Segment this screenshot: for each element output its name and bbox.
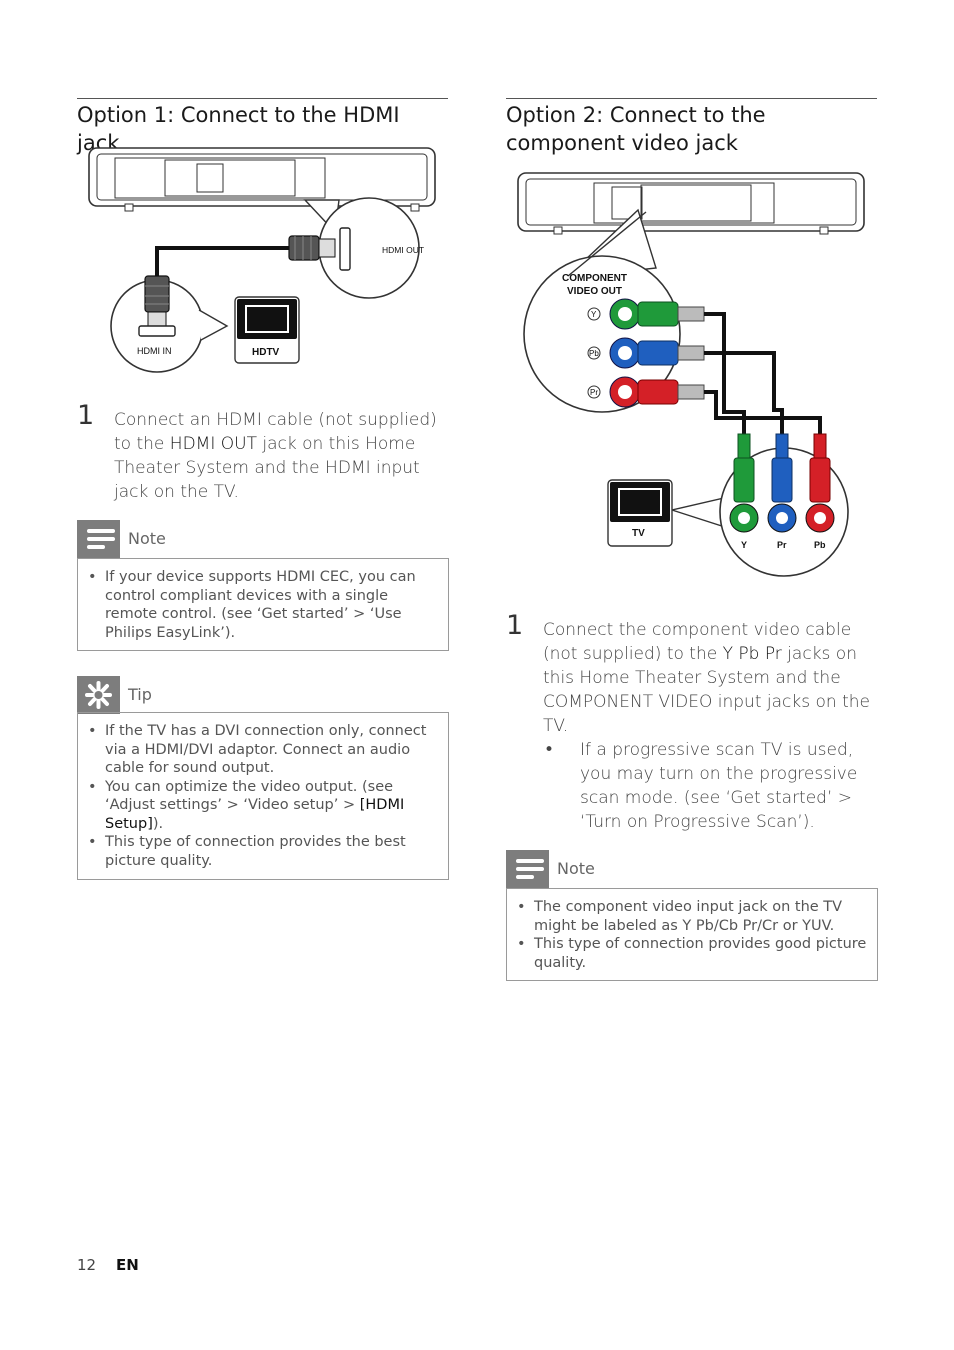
note-item: This type of connection provides good pi… [517,935,867,972]
hdmi-connection-diagram: HDMI OUT HDMI IN HDTV [88,147,436,373]
step-sub-bullet-marker: • [544,740,555,760]
note-icon [77,520,120,558]
component-out-zoom [523,255,681,413]
note-box: If your device supports HDMI CEC, you ca… [77,558,449,651]
tv-jack-pr-label: Pr [777,540,787,550]
hdmi-out-term: HDMI OUT [169,434,257,454]
home-theater-device [517,172,865,235]
hdtv-icon [234,296,300,364]
component-label-line1: COMPONENT [562,273,627,284]
tv-label: TV [632,528,645,539]
language-code: EN [116,1256,139,1274]
step-1-number-right: 1 [506,610,524,641]
tip-box: If the TV has a DVI connection only, con… [77,712,449,880]
step-sub-bullet: If a progressive scan TV is used, you ma… [580,740,858,832]
step-1-text: Connect an HDMI cable (not supplied) to … [114,408,448,504]
hdtv-label: HDTV [252,347,280,358]
jack-y-label: Y [591,310,597,319]
component-label-line2: VIDEO OUT [567,286,622,297]
step-1-right-post: jacks on this Home Theater System and th… [543,644,870,736]
step-1-number: 1 [77,400,95,431]
jack-pr-label: Pr [590,388,598,397]
option2-heading: Option 2: Connect to the component video… [506,98,877,157]
hdmi-in-label: HDMI IN [137,346,172,356]
note-label-right: Note [557,859,595,878]
jack-pb-label: Pb [589,349,599,358]
step-1-right-pre: Connect the component video cable (not s… [543,620,852,664]
note-item: If your device supports HDMI CEC, you ca… [88,568,438,642]
page-number: 12 [77,1256,97,1274]
home-theater-device [88,147,436,212]
tip-item: If the TV has a DVI connection only, con… [88,722,438,778]
jack-y: Y [587,298,705,330]
note-label: Note [128,529,166,548]
component-cables [704,312,822,434]
note-icon [506,850,549,888]
tv-icon [607,479,673,547]
step-1-text-right: Connect the component video cable (not s… [543,618,879,738]
tip-item-2-tail: ). [152,815,164,832]
plug-y-tv [729,433,759,533]
hdmi-setup-term: [HDMI Setup] [105,797,405,832]
note-box-right: The component video input jack on the TV… [506,888,878,981]
plug-pr-tv [767,433,797,533]
tip-header: Tip [77,676,448,714]
tv-jack-pb-label: Pb [814,540,826,550]
plug-pb-tv [805,433,835,533]
jack-pr: Pr [587,376,705,408]
step-1-text-pre: Connect an HDMI cable (not supplied) to … [114,410,437,454]
tv-jack-y-label: Y [741,540,747,550]
note-item: The component video input jack on the TV… [517,898,867,935]
jack-pb: Pb [587,337,705,369]
tip-item: You can optimize the video output. (see … [88,778,438,834]
hdmi-plug-in [138,275,176,337]
component-connection-diagram: COMPONENT VIDEO OUT Y Pb Pr [517,172,865,577]
hdmi-plug-out [288,235,336,261]
note-header: Note [77,520,448,558]
hdmi-out-label: HDMI OUT [382,245,424,255]
y-pb-pr-term: Y Pb Pr [722,644,782,664]
tip-icon [77,676,120,714]
tip-label: Tip [128,685,152,704]
step-1-text-post: jack on this Home Theater System and the… [114,434,420,502]
tip-item: This type of connection provides the bes… [88,833,438,870]
note-header-right: Note [506,850,877,888]
tip-item-2-text: You can optimize the video output. (see … [105,778,394,814]
